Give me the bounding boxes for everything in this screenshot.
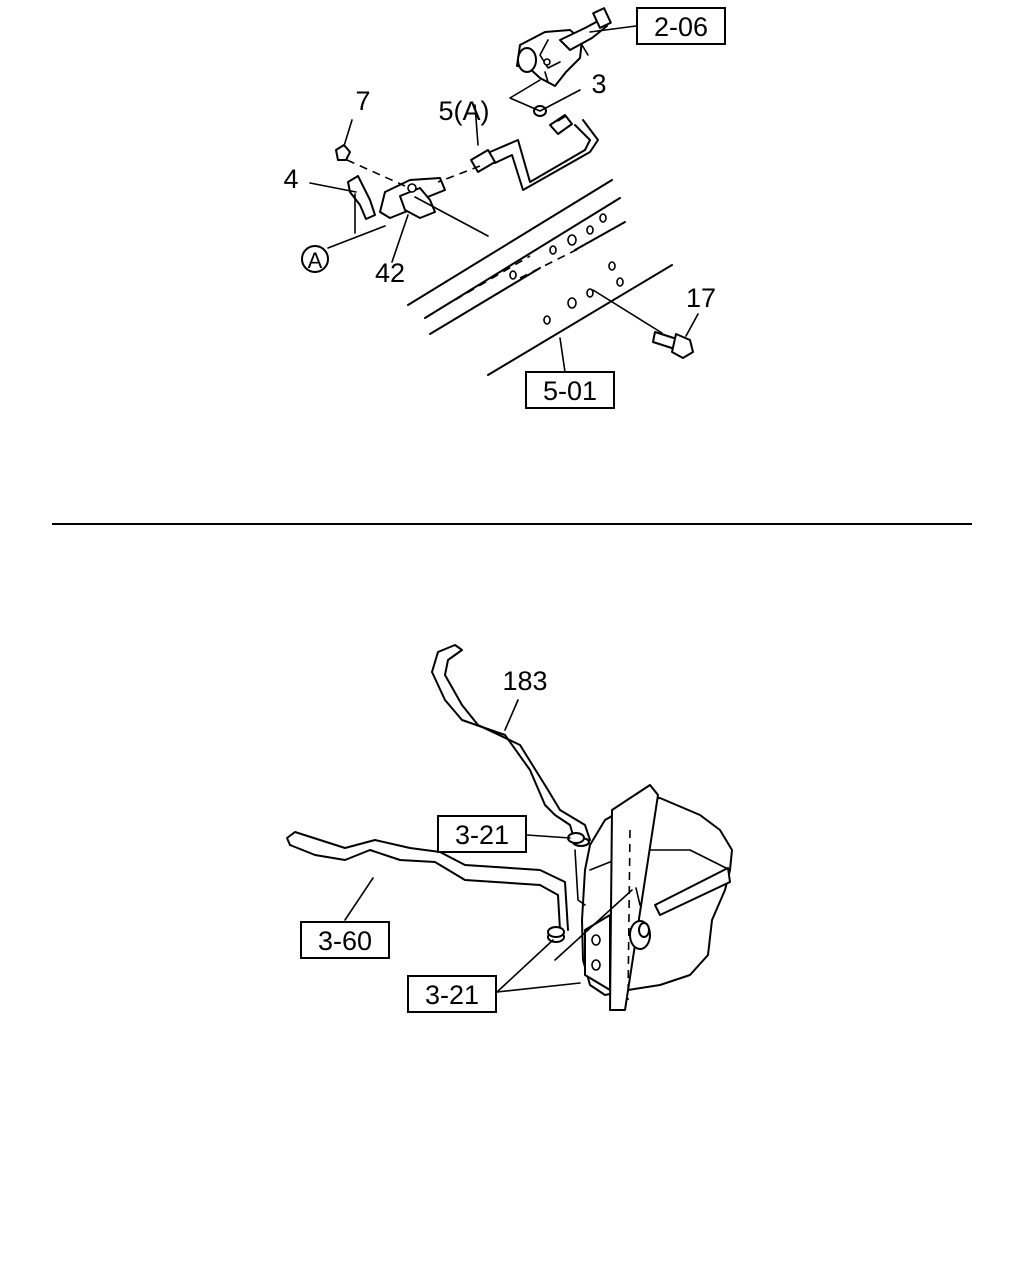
- part-3-label: 3: [591, 69, 606, 99]
- part-5a-label: 5(A): [438, 96, 489, 126]
- ref-3-60-box[interactable]: [300, 921, 390, 959]
- ref-3-21-lower-box[interactable]: [407, 975, 497, 1013]
- cylinder-assembly: [516, 7, 612, 87]
- part-7-label: 7: [355, 86, 370, 116]
- part-4-label: 4: [283, 164, 298, 194]
- ref-5-01-label[interactable]: 5-01: [543, 376, 597, 406]
- ref-3-21-lower-label[interactable]: 3-21: [425, 980, 479, 1010]
- ref-3-21-upper-box[interactable]: [437, 815, 527, 853]
- reservoir-tank: [574, 784, 733, 1011]
- clamp-lower: [547, 926, 565, 938]
- part-17-label: 17: [686, 283, 716, 313]
- bottom-diagram: 183 3-21 3-60 3-21: [286, 644, 733, 1013]
- top-leader-lines: [309, 25, 699, 373]
- ref-3-60-label[interactable]: 3-60: [318, 926, 372, 956]
- ref-5-01-box[interactable]: [525, 371, 615, 409]
- bolt-17: [652, 331, 694, 359]
- bracket-42: [379, 177, 446, 219]
- ref-3-21-upper-label[interactable]: 3-21: [455, 820, 509, 850]
- ref-2-06-label[interactable]: 2-06: [654, 12, 708, 42]
- brake-pipe-5a: [470, 114, 599, 191]
- marker-a-label: A: [308, 248, 323, 273]
- clip-4: [347, 175, 376, 220]
- marker-a-circle: [301, 245, 329, 273]
- top-diagram: 2-06 3 5(A) 7 4 A 42 17 5-01: [283, 7, 726, 409]
- part-183-label: 183: [502, 666, 547, 696]
- part-42-label: 42: [375, 258, 405, 288]
- nut-7: [335, 144, 351, 161]
- bottom-leader-lines: [344, 699, 633, 993]
- ref-2-06-box[interactable]: [636, 7, 726, 45]
- frame-rail: [407, 179, 673, 376]
